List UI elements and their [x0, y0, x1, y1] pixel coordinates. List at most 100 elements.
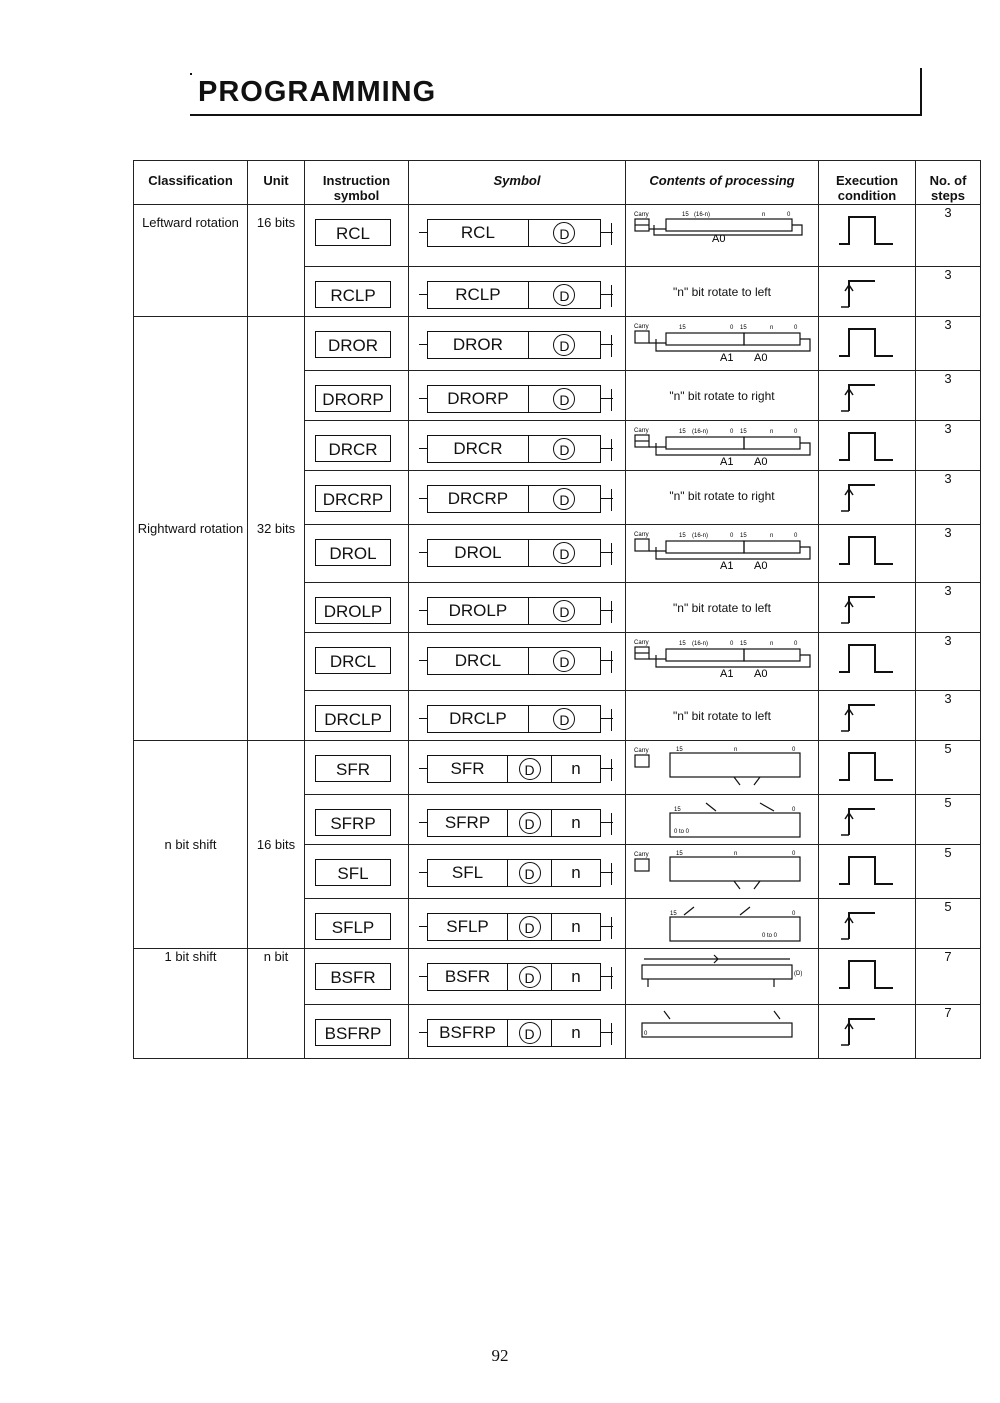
- ladder-right-rail: [611, 863, 612, 885]
- ladder-right-rail: [611, 489, 612, 511]
- symbol-device-cell: D: [529, 598, 600, 624]
- ladder-left-line: [419, 718, 427, 719]
- shift-arrow: [663, 1010, 781, 1020]
- shift-arrow: [733, 776, 761, 786]
- bit-15-label: 15: [676, 747, 683, 753]
- bit-15-label: 15: [674, 807, 681, 813]
- carry-label: Carry: [634, 532, 649, 538]
- carry-label: Carry: [634, 640, 649, 646]
- execution-condition-cell: [818, 794, 916, 845]
- device-d-icon: D: [553, 542, 576, 564]
- symbol-device-cell: D: [508, 756, 552, 782]
- symbol-mnemonic: SFRP: [428, 810, 508, 836]
- instruction-symbol-cell: DROLP: [304, 582, 409, 633]
- register-a0-label: A0: [754, 668, 767, 680]
- pulse-waveform-icon: [839, 328, 893, 357]
- zero-fill-label: 0 to 0: [762, 933, 778, 939]
- carry-flag-box: [634, 858, 650, 872]
- ladder-symbol: RCL D: [419, 219, 617, 247]
- symbol-device-cell: D: [529, 386, 600, 412]
- bit-0-label: 0: [792, 851, 796, 857]
- device-d-icon: D: [553, 708, 576, 730]
- ladder-right-line: [601, 1032, 613, 1033]
- ladder-right-rail: [611, 223, 612, 245]
- rotate-arrow: [649, 338, 811, 352]
- bit-15-label: 15: [679, 533, 686, 539]
- instruction-box: DROL: [315, 539, 391, 566]
- symbol-mnemonic: RCLP: [428, 282, 529, 308]
- symbol-mnemonic: RCL: [428, 220, 529, 246]
- page-header: PROGRAMMING: [190, 68, 922, 116]
- header-dot: [190, 73, 192, 75]
- register-a1: [665, 540, 745, 554]
- carry-label: Carry: [634, 212, 649, 218]
- register-a0: [665, 218, 793, 232]
- rising-edge-icon: [841, 596, 875, 624]
- symbol-n-cell: n: [571, 967, 581, 986]
- execution-condition-cell: [818, 740, 916, 795]
- classification-cell: 1 bit shift: [133, 948, 248, 1059]
- symbol-n-cell: n: [571, 759, 581, 778]
- instruction-box: DROR: [315, 331, 391, 358]
- device-label: (D): [794, 971, 802, 977]
- instruction-symbol-cell: DROR: [304, 316, 409, 371]
- device-d-icon: D: [553, 600, 576, 622]
- bit-15-label: 15: [679, 429, 686, 435]
- execution-condition-cell: [818, 470, 916, 525]
- ladder-right-rail: [611, 813, 612, 835]
- instruction-symbol-cell: RCL: [304, 204, 409, 267]
- header-steps: No. of steps: [915, 160, 981, 205]
- device-d-icon: D: [553, 334, 576, 356]
- pulse-waveform-icon: [839, 960, 893, 989]
- bit-0-label-2: 0: [794, 533, 798, 539]
- steps-cell: 5: [915, 794, 981, 845]
- execution-condition-cell: [818, 690, 916, 741]
- unit-cell: 16 bits: [247, 204, 305, 317]
- contents-cell: "n" bit rotate to left: [625, 266, 819, 317]
- register-a1-label: A1: [720, 668, 733, 680]
- ladder-right-rail: [611, 601, 612, 623]
- contents-description: "n" bit rotate to left: [673, 601, 771, 615]
- instruction-symbol-cell: DRCR: [304, 420, 409, 471]
- instruction-table: Classification Unit Instruction symbol S…: [133, 160, 981, 1059]
- ladder-right-rail: [611, 335, 612, 357]
- symbol-device-cell: D: [508, 964, 552, 990]
- device-d-icon: D: [518, 862, 541, 884]
- device-d-icon: D: [553, 650, 576, 672]
- ladder-right-line: [601, 926, 613, 927]
- carry-label: Carry: [634, 852, 649, 858]
- ladder-left-line: [419, 976, 427, 977]
- classification-cell: Leftward rotation: [133, 204, 248, 317]
- instruction-symbol-cell: DRCLP: [304, 690, 409, 741]
- register-box: [669, 752, 801, 778]
- symbol-mnemonic: BSFRP: [428, 1020, 508, 1046]
- device-d-icon: D: [553, 222, 576, 244]
- range-label: (16-n): [692, 533, 708, 539]
- ladder-right-rail: [611, 759, 612, 781]
- instruction-box: DRORP: [315, 385, 391, 412]
- page-title: PROGRAMMING: [198, 76, 437, 108]
